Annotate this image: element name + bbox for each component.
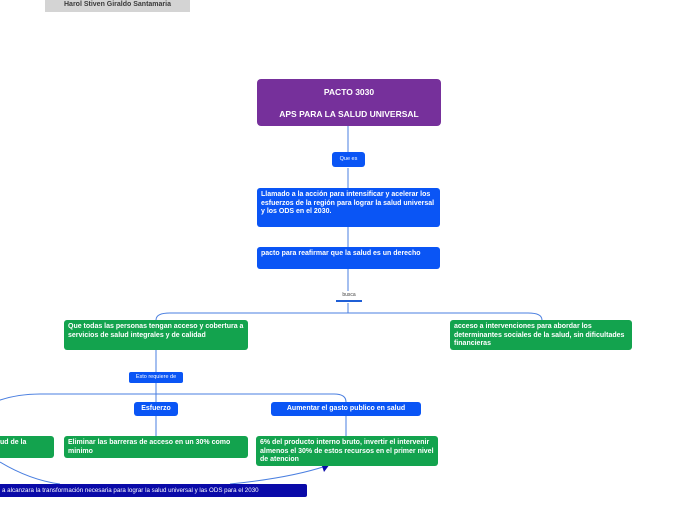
left-cut-node[interactable]: lud de la (0, 436, 54, 458)
goal-left-node[interactable]: Que todas las personas tengan acceso y c… (64, 320, 248, 350)
que-es-label[interactable]: Que es (332, 152, 365, 167)
purpose-node[interactable]: pacto para reafirmar que la salud es un … (257, 247, 440, 269)
busca-label[interactable]: busca (336, 292, 362, 302)
barriers-node[interactable]: Eliminar las barreras de acceso en un 30… (64, 436, 248, 458)
root-title: PACTO 3030 (323, 87, 375, 97)
busca-underline (336, 300, 362, 302)
root-subtitle: APS PARA LA SALUD UNIVERSAL (279, 109, 419, 119)
requires-label[interactable]: Esto requiere de (129, 372, 183, 383)
author-name: Harol Stiven Giraldo Santamaria (45, 0, 190, 12)
busca-text: busca (342, 292, 356, 298)
effort-node[interactable]: Esfuerzo (134, 402, 178, 416)
goal-right-node[interactable]: acceso a intervenciones para abordar los… (450, 320, 632, 350)
root-topic[interactable]: PACTO 3030 APS PARA LA SALUD UNIVERSAL (257, 79, 441, 126)
outcome-node[interactable]: a alcanzara la transformación necesaria … (0, 484, 307, 497)
gdp-node[interactable]: 6% del producto interno bruto, invertir … (256, 436, 438, 466)
definition-node[interactable]: Llamado a la acción para intensificar y … (257, 188, 440, 227)
spending-node[interactable]: Aumentar el gasto publico en salud (271, 402, 421, 416)
